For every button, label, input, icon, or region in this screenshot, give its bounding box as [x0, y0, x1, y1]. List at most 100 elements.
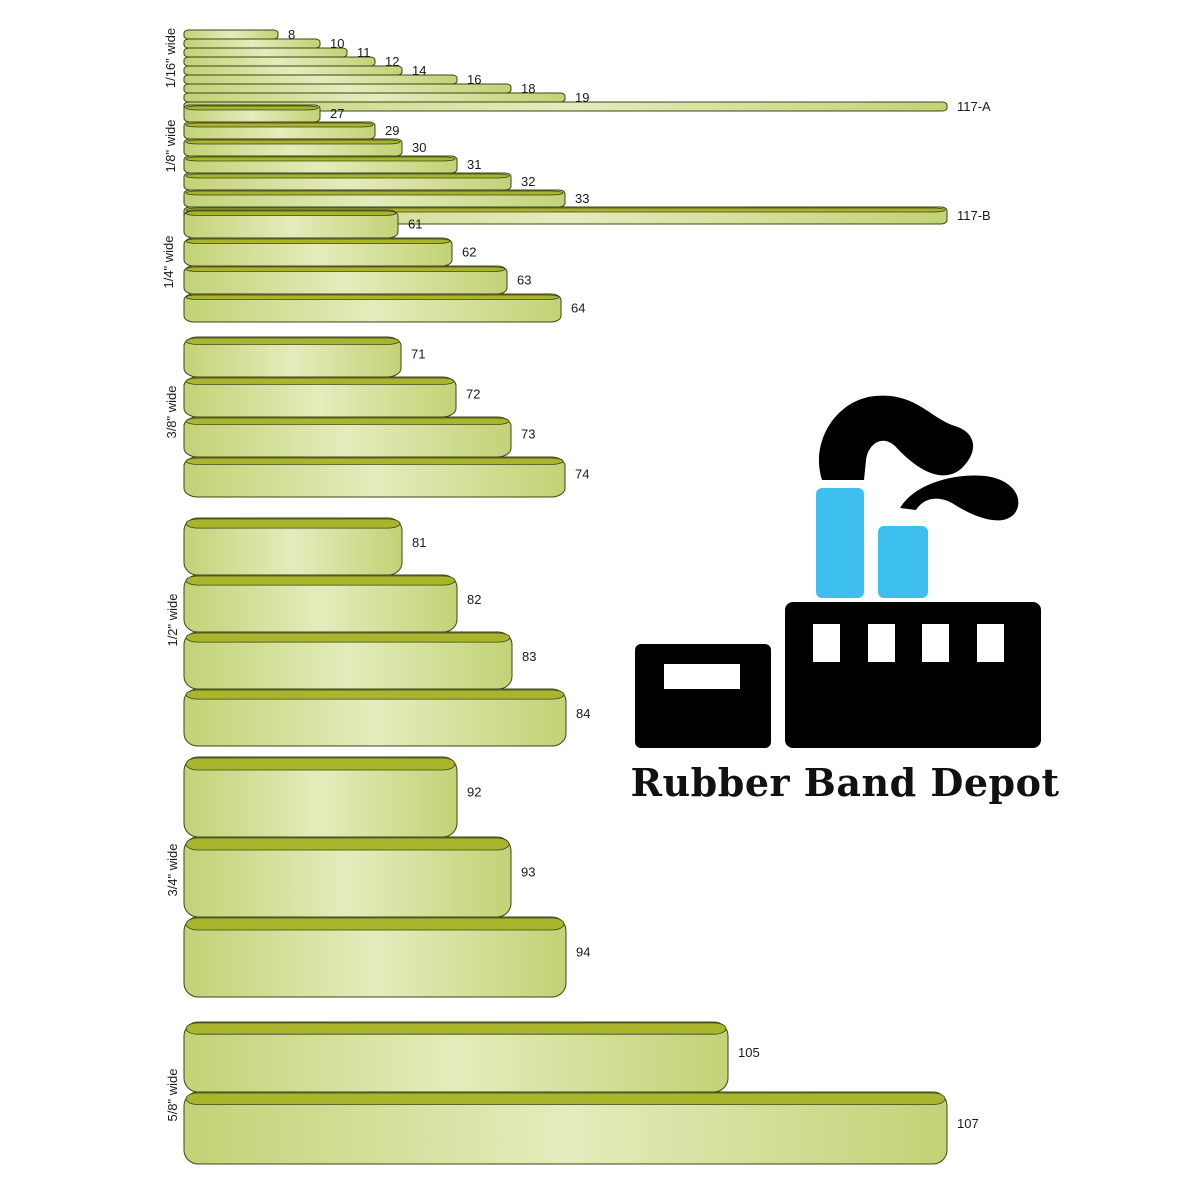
rubber-band-64: 64	[183, 293, 585, 323]
band-face	[183, 101, 948, 112]
band-size-label: 74	[575, 466, 589, 481]
band-size-label: 94	[576, 944, 590, 959]
band-size-label: 105	[738, 1045, 760, 1060]
band-size-label: 32	[521, 174, 535, 189]
band-size-label: 62	[462, 244, 476, 259]
band-face	[183, 209, 399, 239]
rubber-band-19: 19	[183, 90, 589, 105]
band-opening	[185, 139, 401, 145]
band-size-label: 19	[575, 90, 589, 105]
band-face	[183, 83, 512, 94]
band-face	[183, 56, 376, 67]
band-size-label: 30	[412, 140, 426, 155]
factory-window	[922, 624, 949, 662]
rubber-band-18: 18	[183, 81, 535, 96]
band-size-label: 72	[466, 386, 480, 401]
band-size-label: 117-B	[957, 208, 991, 223]
band-opening	[185, 294, 560, 300]
rubber-band-63: 63	[183, 265, 531, 295]
band-face	[183, 756, 458, 838]
band-opening	[185, 190, 564, 196]
chimney-short	[878, 526, 928, 598]
band-width-label: 1/2" wide	[165, 593, 180, 646]
band-size-label: 81	[412, 535, 426, 550]
band-opening	[185, 417, 510, 425]
band-size-label: 31	[467, 157, 481, 172]
rubber-band-107: 107	[183, 1091, 979, 1165]
band-face	[183, 92, 566, 103]
band-width-label: 1/16" wide	[163, 28, 178, 88]
band-size-label: 8	[288, 27, 295, 42]
rubber-band-71: 71	[183, 336, 425, 378]
band-width-label: 3/8" wide	[164, 385, 179, 438]
band-opening	[185, 632, 511, 643]
band-size-label: 10	[330, 36, 344, 51]
band-size-label: 63	[517, 272, 531, 287]
rubber-band-62: 62	[183, 237, 476, 267]
smoke-plume-small-icon	[900, 475, 1019, 521]
band-face	[183, 29, 279, 40]
band-size-label: 84	[576, 706, 590, 721]
rubber-band-14: 14	[183, 63, 426, 78]
band-opening	[185, 238, 451, 244]
rubber-band-30: 30	[183, 138, 426, 157]
rubber-band-92: 92	[183, 756, 481, 838]
rubber-band-31: 31	[183, 155, 481, 174]
rubber-band-27: 27	[183, 104, 344, 123]
band-opening	[185, 689, 565, 700]
band-width-label: 5/8" wide	[165, 1068, 180, 1121]
band-size-label: 11	[357, 45, 371, 60]
rubber-band-10: 10	[183, 36, 344, 51]
band-face	[183, 47, 348, 58]
factory-side-building	[635, 644, 771, 748]
band-size-label: 64	[571, 300, 585, 315]
rubber-band-29: 29	[183, 121, 399, 140]
band-size-label: 83	[522, 649, 536, 664]
band-size-label: 14	[412, 63, 426, 78]
band-face	[183, 1021, 729, 1093]
band-size-label: 18	[521, 81, 535, 96]
rubber-band-33: 33	[183, 189, 589, 208]
band-opening	[185, 173, 510, 179]
rubber-band-72: 72	[183, 376, 480, 418]
band-width-label: 3/4" wide	[165, 843, 180, 896]
band-size-label: 29	[385, 123, 399, 138]
rubber-band-73: 73	[183, 416, 535, 458]
band-size-label: 16	[467, 72, 481, 87]
band-opening	[185, 837, 510, 851]
rubber-band-105: 105	[183, 1021, 760, 1093]
band-size-label: 107	[957, 1116, 979, 1131]
rubber-band-74: 74	[183, 456, 589, 498]
band-size-label: 61	[408, 216, 422, 231]
band-opening	[185, 575, 456, 586]
factory-side-window	[664, 664, 740, 689]
band-size-label: 27	[330, 106, 344, 121]
rubber-band-93: 93	[183, 836, 535, 918]
brand-name: Rubber Band Depot	[630, 760, 1060, 805]
factory-window	[868, 624, 895, 662]
band-size-label: 117-A	[957, 99, 991, 114]
rubber-band-94: 94	[183, 916, 590, 998]
band-face	[183, 38, 321, 49]
rubber-band-8: 8	[183, 27, 295, 42]
band-opening	[185, 337, 400, 345]
rubber-band-32: 32	[183, 172, 535, 191]
band-opening	[185, 156, 456, 162]
band-face	[183, 336, 402, 378]
band-width-label: 1/4" wide	[161, 235, 176, 288]
band-group: 94 93 923/4" wide	[165, 756, 590, 998]
smoke-plume-large-icon	[818, 395, 974, 480]
rubber-band-117-A: 117-A	[183, 99, 991, 114]
band-opening	[185, 210, 397, 216]
band-opening	[185, 457, 564, 465]
band-opening	[185, 1022, 727, 1035]
factory-window	[813, 624, 840, 662]
band-opening	[185, 377, 455, 385]
band-size-label: 93	[521, 864, 535, 879]
rubber-band-12: 12	[183, 54, 399, 69]
band-group: 74 73 72 71 3/8" wide	[164, 336, 589, 498]
